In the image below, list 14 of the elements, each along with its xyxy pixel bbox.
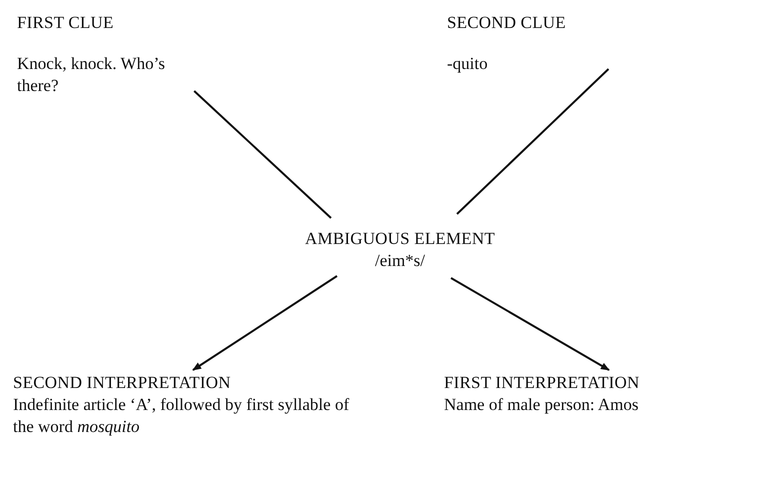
node-heading: FIRST CLUE — [17, 12, 114, 34]
arrow — [192, 275, 338, 371]
connector-line — [194, 90, 332, 219]
node-text: Indefinite article ‘A’, followed by first syllable of the word mosquito — [13, 394, 350, 438]
node-heading: SECOND CLUE — [447, 12, 566, 34]
node-heading: FIRST INTERPRETATION — [444, 372, 640, 394]
node-text: -quito — [447, 53, 488, 75]
node-text: /eim*s/ — [374, 250, 426, 272]
node-text: Name of male person: Amos — [444, 394, 639, 416]
node-text: Knock, knock. Who’s there? — [17, 53, 166, 97]
node-heading: SECOND INTERPRETATION — [13, 372, 231, 394]
node-heading: AMBIGUOUS ELEMENT — [305, 228, 495, 250]
connector-line — [456, 68, 610, 215]
arrow — [450, 277, 610, 371]
